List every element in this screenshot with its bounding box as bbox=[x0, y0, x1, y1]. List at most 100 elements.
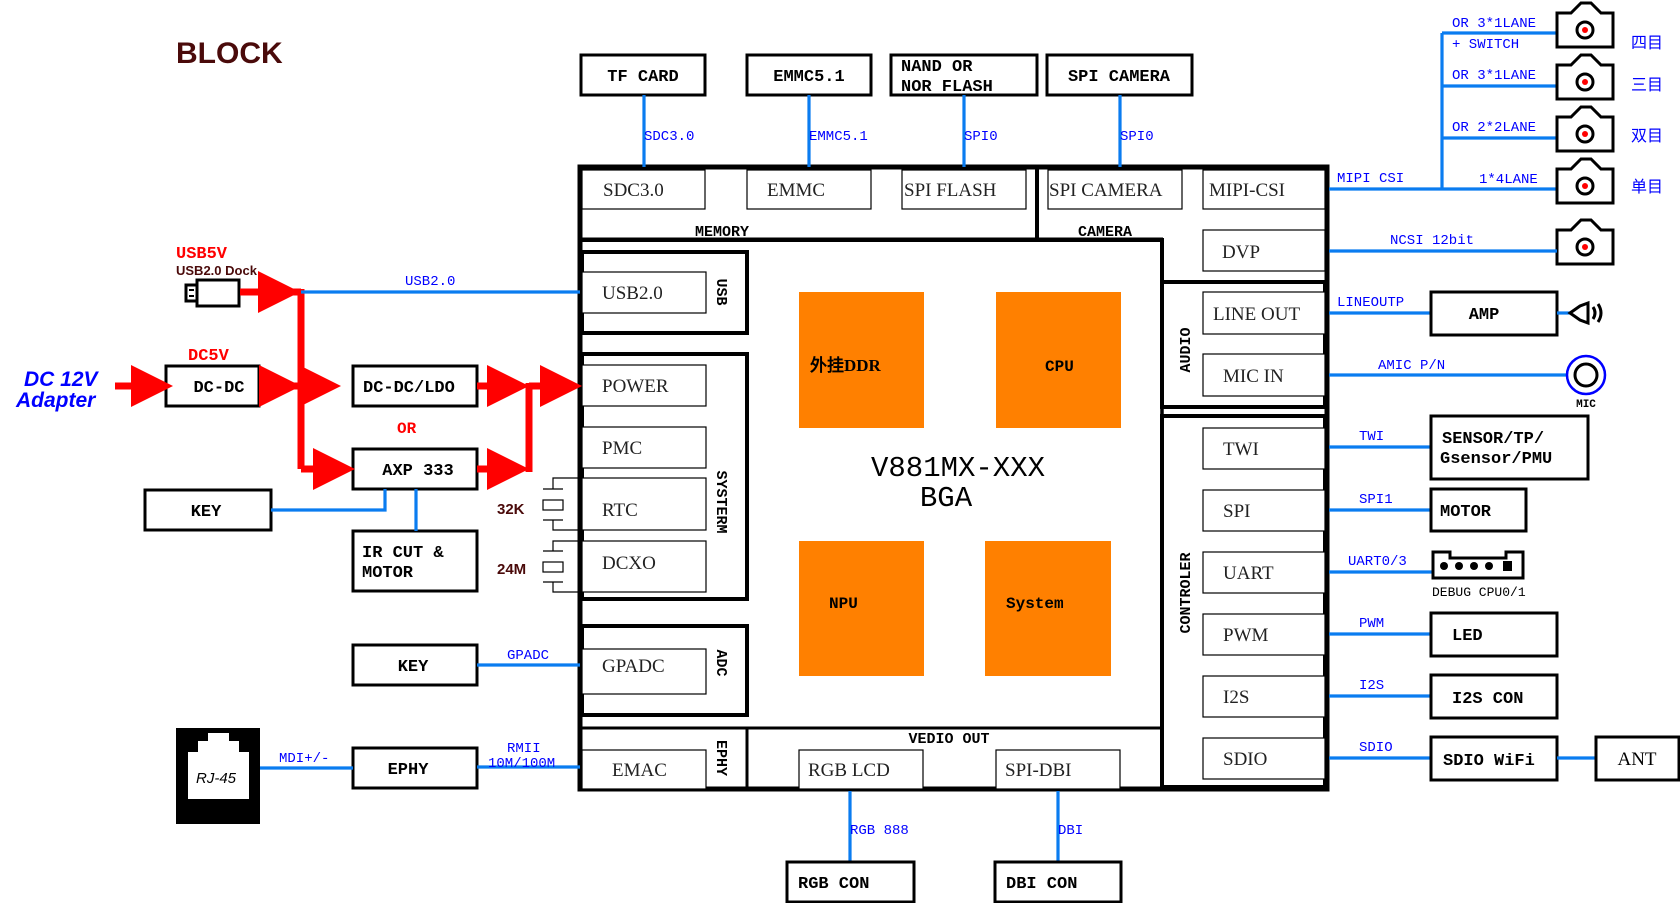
emmc-signal-label: EMMC5.1 bbox=[809, 129, 868, 145]
dvp-interface bbox=[1202, 229, 1326, 272]
chip-package: BGA bbox=[920, 482, 973, 515]
ddr-block-label: 外挂DDR bbox=[810, 355, 882, 375]
power-interface bbox=[581, 364, 707, 407]
camera-lane-2: OR 2*2LANE bbox=[1452, 120, 1536, 136]
sdc-interface-label: SDC3.0 bbox=[603, 180, 664, 201]
rtc-interface-label: RTC bbox=[602, 500, 638, 521]
dcxo-interface-label: DCXO bbox=[602, 553, 656, 574]
gpadc-interface bbox=[581, 648, 707, 695]
camera-lane-1: 1*4LANE bbox=[1479, 172, 1538, 188]
rgb-con-label: RGB CON bbox=[798, 875, 869, 894]
system-block bbox=[985, 541, 1111, 676]
sdio-interface-label: SDIO bbox=[1223, 749, 1267, 770]
usb-signal-label: USB2.0 bbox=[405, 274, 455, 290]
axp333-label: AXP 333 bbox=[382, 462, 453, 481]
lineout-signal-label: LINEOUTP bbox=[1337, 295, 1404, 311]
sensor-box bbox=[1429, 414, 1590, 481]
pwm-interface-label: PWM bbox=[1223, 625, 1269, 646]
mic-in-interface bbox=[1202, 353, 1326, 397]
dcdc-box bbox=[164, 364, 261, 408]
ddr-block bbox=[799, 292, 924, 428]
rgb-lcd-interface-label: RGB LCD bbox=[808, 760, 890, 781]
led-label: LED bbox=[1452, 627, 1483, 646]
key-axp-wire bbox=[271, 489, 387, 512]
cpu-block-label: CPU bbox=[1045, 358, 1074, 376]
key-box-adc bbox=[351, 643, 479, 687]
key-label-power: KEY bbox=[191, 503, 222, 522]
rmii-signal-label: RMII bbox=[507, 741, 541, 757]
nand-label-line1: NAND OR bbox=[901, 58, 973, 77]
i2s-con-box bbox=[1429, 673, 1559, 720]
line-out-interface bbox=[1202, 291, 1326, 335]
camera-icon-3 bbox=[1555, 53, 1615, 101]
gpadc-signal-label: GPADC bbox=[507, 648, 549, 664]
rtc-interface bbox=[581, 477, 707, 531]
ncsi-signal-label: NCSI 12bit bbox=[1390, 233, 1474, 249]
rj45-label: RJ-45 bbox=[196, 770, 237, 787]
spi-interface-label: SPI bbox=[1223, 501, 1250, 522]
i2s-signal-label: I2S bbox=[1359, 678, 1384, 694]
camera-count-2: 双目 bbox=[1631, 128, 1663, 145]
dbi-signal-label: DBI bbox=[1058, 823, 1083, 839]
usb-group-label: USB bbox=[712, 278, 729, 305]
amic-signal-label: AMIC P/N bbox=[1378, 358, 1445, 374]
memory-group-label: MEMORY bbox=[695, 224, 749, 241]
spi-camera-signal-label: SPI0 bbox=[1120, 129, 1154, 145]
key-box-power bbox=[143, 488, 273, 532]
uart-interface bbox=[1202, 551, 1326, 594]
spi-flash-interface-label: SPI FLASH bbox=[904, 180, 997, 201]
dc12v-label: DC 12V bbox=[24, 368, 100, 391]
spi-camera-box bbox=[1045, 53, 1194, 97]
or-label: OR bbox=[397, 420, 417, 438]
spi-camera-interface bbox=[1047, 169, 1183, 210]
camera-count-4: 四目 bbox=[1631, 35, 1663, 52]
spi-camera-label: SPI CAMERA bbox=[1068, 68, 1171, 87]
ephy-label: EPHY bbox=[388, 761, 430, 780]
mipi-csi-signal-label: MIPI CSI bbox=[1337, 171, 1404, 187]
camera-lane-3: OR 3*1LANE bbox=[1452, 68, 1536, 84]
i2s-interface bbox=[1202, 675, 1326, 718]
sdc-signal-label: SDC3.0 bbox=[644, 129, 694, 145]
usb-interface-label: USB2.0 bbox=[602, 283, 663, 304]
motor-label: MOTOR bbox=[1440, 503, 1492, 522]
vedio-out-group-label: VEDIO OUT bbox=[908, 731, 989, 748]
adapter-label: Adapter bbox=[15, 389, 97, 412]
uart-interface-label: UART bbox=[1223, 563, 1274, 584]
i2s-interface-label: I2S bbox=[1223, 687, 1249, 708]
mic-icon bbox=[1565, 354, 1607, 396]
camera-lane-4: OR 3*1LANE bbox=[1452, 16, 1536, 32]
power-wires bbox=[115, 271, 582, 490]
spi-interface bbox=[1202, 489, 1326, 532]
sensor-label-line1: SENSOR/TP/ bbox=[1442, 430, 1544, 449]
sdc-interface bbox=[581, 169, 706, 210]
ircut-label-line1: IR CUT & bbox=[362, 544, 444, 563]
system-group bbox=[580, 352, 749, 601]
led-box bbox=[1429, 611, 1559, 658]
controller-interfaces: TWI SPI UART PWM I2S SDIO bbox=[1202, 427, 1326, 780]
uart-signal-label: UART0/3 bbox=[1348, 554, 1407, 570]
debug-connector-icon bbox=[1431, 550, 1525, 580]
twi-interface-label: TWI bbox=[1223, 439, 1259, 460]
npu-block bbox=[799, 541, 924, 676]
twi-interface bbox=[1202, 427, 1326, 470]
camera-count-1: 单目 bbox=[1631, 178, 1663, 196]
spi-dbi-interface bbox=[995, 749, 1121, 790]
spi1-signal-label: SPI1 bbox=[1359, 492, 1393, 508]
pwm-signal-label: PWM bbox=[1359, 616, 1384, 632]
usb-interface bbox=[581, 271, 707, 314]
audio-group bbox=[1160, 280, 1327, 409]
camera-icon-4 bbox=[1555, 1, 1615, 49]
emac-interface-label: EMAC bbox=[612, 760, 667, 781]
speaker-icon bbox=[1567, 300, 1603, 326]
dvp-interface-label: DVP bbox=[1222, 242, 1260, 263]
system-group-label: SYSTERM bbox=[712, 470, 729, 533]
power-interface-label: POWER bbox=[602, 376, 669, 397]
key-label-adc: KEY bbox=[398, 658, 429, 677]
dbi-con-label: DBI CON bbox=[1006, 875, 1077, 894]
motor-box bbox=[1429, 487, 1528, 533]
camera-lane-4-switch: + SWITCH bbox=[1452, 37, 1519, 53]
dcdc-ldo-label: DC-DC/LDO bbox=[363, 379, 455, 398]
pmc-interface bbox=[581, 426, 707, 469]
crystal-32k-label: 32K bbox=[497, 501, 525, 518]
